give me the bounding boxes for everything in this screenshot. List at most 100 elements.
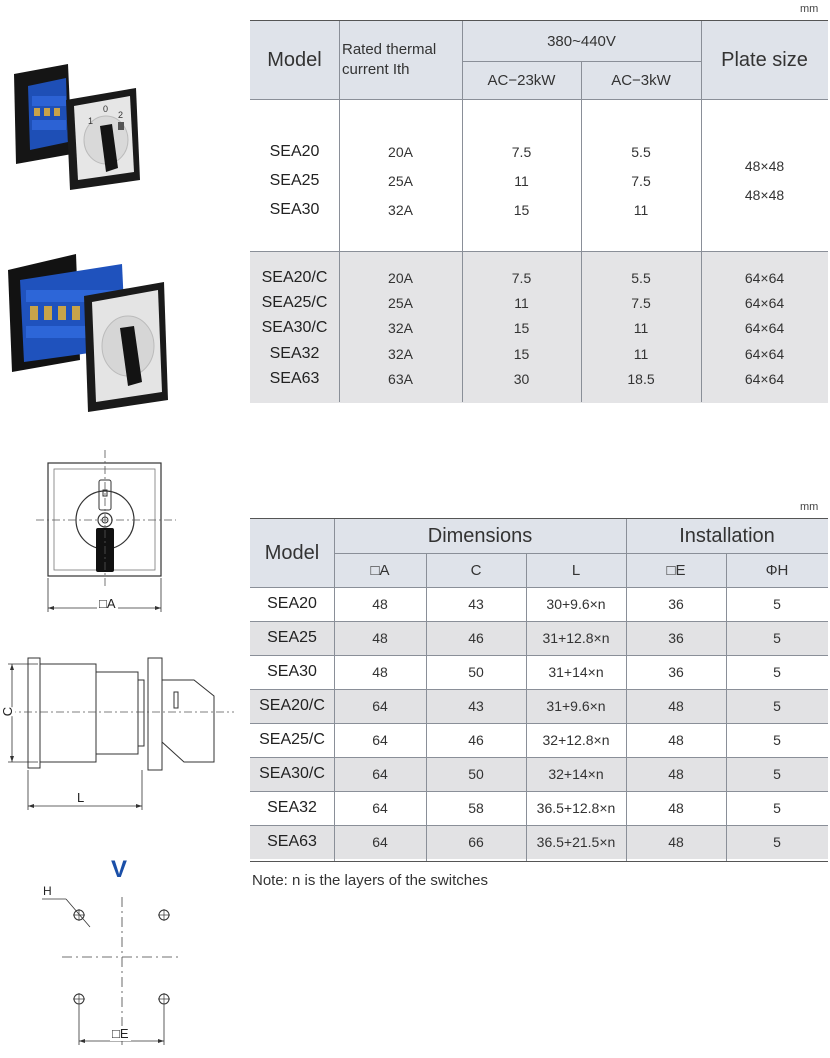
front-label-a: □A xyxy=(97,596,118,611)
mounting-hole-drawing xyxy=(42,897,180,1045)
t1-header-model: Model xyxy=(267,48,322,71)
t1-ac3: 7.5 xyxy=(631,294,651,311)
t1-ith: 25A xyxy=(388,172,413,189)
ratings-table-group2-band xyxy=(250,251,828,403)
mount-title: V xyxy=(111,856,128,883)
t1-header-ac23: AC−23kW xyxy=(487,71,556,89)
t2-model: SEA32 xyxy=(267,799,317,816)
t2-c: 46 xyxy=(468,732,484,748)
t1-ith: 20A xyxy=(388,269,413,286)
t1-model: SEA25 xyxy=(269,171,320,189)
t2-c: 66 xyxy=(468,834,484,850)
t1-ac3: 18.5 xyxy=(627,370,655,387)
table-row: SEA32 32A 15 11 64×64 xyxy=(250,341,828,366)
t2-e: 48 xyxy=(668,698,684,714)
t2-h: 5 xyxy=(773,800,781,816)
t2-a: 64 xyxy=(372,698,388,714)
table-row: SEA63 63A 30 18.5 64×64 xyxy=(250,366,828,391)
t2-c: 43 xyxy=(468,698,484,714)
t2-model: SEA30/C xyxy=(259,765,325,782)
t2-h: 5 xyxy=(773,630,781,646)
t2-header-h: ΦH xyxy=(765,561,789,579)
table-row: SEA20 20A 7.5 5.5 xyxy=(250,139,828,164)
table-row: SEA20/C 20A 7.5 5.5 64×64 xyxy=(250,265,828,290)
switch-photo-large xyxy=(8,254,168,412)
t1-ac23: 30 xyxy=(513,370,530,387)
switch-photo-small: 2 1 0 xyxy=(14,64,140,190)
t2-h: 5 xyxy=(773,834,781,850)
unit-label-bottom: mm xyxy=(800,501,819,513)
note-text: Note: n is the layers of the switches xyxy=(252,872,488,889)
switch-mark-0: 0 xyxy=(103,104,108,114)
t2-header-e: □E xyxy=(666,561,686,579)
t1-ac3: 5.5 xyxy=(631,143,651,160)
t2-l: 36.5+12.8×n xyxy=(536,800,616,816)
t1-header-plate: Plate size xyxy=(721,48,808,71)
t2-l: 31+12.8×n xyxy=(542,630,610,646)
t2-l: 30+9.6×n xyxy=(546,596,606,612)
t1-ac23: 11 xyxy=(514,172,529,189)
t1-ac3: 11 xyxy=(633,319,649,336)
t2-header-c: C xyxy=(470,561,482,579)
t2-e: 48 xyxy=(668,732,684,748)
t2-header-l: L xyxy=(571,561,581,579)
t1-plate: 48×48 xyxy=(744,158,785,174)
t2-c: 43 xyxy=(468,596,484,612)
t1-plate: 64×64 xyxy=(744,269,785,286)
table-row: SEA30/C 32A 15 11 64×64 xyxy=(250,315,828,340)
t1-ith: 25A xyxy=(388,294,413,311)
t2-l: 31+9.6×n xyxy=(546,698,606,714)
t2-h: 5 xyxy=(773,664,781,680)
t1-model: SEA20 xyxy=(269,142,320,160)
t2-h: 5 xyxy=(773,596,781,612)
table-row: SEA25 25A 11 7.5 xyxy=(250,168,828,193)
t2-e: 36 xyxy=(668,596,684,612)
mount-label-e: □E xyxy=(110,1026,131,1041)
switch-mark-2: 2 xyxy=(118,110,123,120)
t2-header-a: □A xyxy=(370,561,390,579)
t2-a: 64 xyxy=(372,800,388,816)
t2-h: 5 xyxy=(773,698,781,714)
t1-model: SEA20/C xyxy=(261,268,328,286)
t2-l: 32+14×n xyxy=(548,766,604,782)
t1-model: SEA25/C xyxy=(261,293,328,311)
t1-plate: 64×64 xyxy=(744,370,785,387)
t2-a: 48 xyxy=(372,596,388,612)
t1-ac23: 11 xyxy=(514,294,529,311)
table-row: SEA25/C 25A 11 7.5 64×64 xyxy=(250,290,828,315)
t1-ith: 32A xyxy=(388,345,413,362)
t2-e: 36 xyxy=(668,630,684,646)
t2-l: 32+12.8×n xyxy=(542,732,610,748)
t1-ith: 32A xyxy=(388,319,413,336)
mount-label-h: H xyxy=(43,884,52,898)
t2-a: 48 xyxy=(372,630,388,646)
t2-e: 48 xyxy=(668,834,684,850)
t1-ac23: 7.5 xyxy=(511,269,532,286)
unit-label-top: mm xyxy=(800,3,819,15)
t2-a: 64 xyxy=(372,732,388,748)
t1-model: SEA63 xyxy=(269,369,320,387)
t2-model: SEA63 xyxy=(267,833,317,850)
t1-model: SEA30/C xyxy=(261,318,328,336)
t2-h: 5 xyxy=(773,766,781,782)
t1-model: SEA32 xyxy=(269,344,320,362)
t2-e: 36 xyxy=(668,664,684,680)
t1-ac3: 5.5 xyxy=(631,269,651,286)
side-label-c: C xyxy=(0,706,16,717)
t2-a: 48 xyxy=(372,664,388,680)
table-row: SEA30 32A 15 11 xyxy=(250,197,828,222)
t1-header-ac3: AC−3kW xyxy=(611,71,671,89)
t2-a: 64 xyxy=(372,766,388,782)
t2-header-installation: Installation xyxy=(679,524,775,547)
t2-header-dimensions: Dimensions xyxy=(427,524,533,547)
t1-ac3: 11 xyxy=(633,345,649,362)
t1-ac23: 15 xyxy=(513,319,530,336)
t2-c: 58 xyxy=(468,800,484,816)
t2-model: SEA20/C xyxy=(259,697,325,714)
t2-header-model: Model xyxy=(264,541,320,564)
